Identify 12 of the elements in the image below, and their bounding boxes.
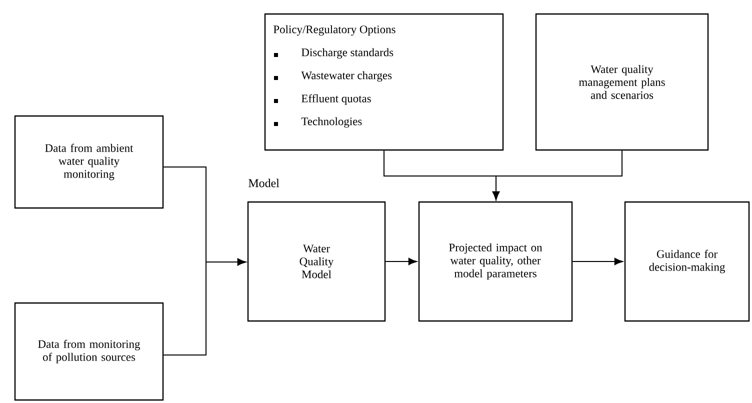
arrow xyxy=(572,258,623,266)
section-label: Model xyxy=(248,178,280,188)
process-box: Water quality management plans and scenarios xyxy=(535,13,709,151)
process-box: Data from ambient water quality monitoring xyxy=(14,115,164,209)
process-box: Projected impact on water quality, other model parameters xyxy=(418,201,573,322)
options-box: Policy/Regulatory Options Discharge standards Wastewater charges Effluent quotas Technologies xyxy=(264,13,504,151)
arrow xyxy=(385,258,417,266)
process-box: Water Quality Model xyxy=(247,201,386,322)
process-box: Data from monitoring of pollution sources xyxy=(14,302,164,401)
arrow xyxy=(492,150,623,200)
arrow xyxy=(163,258,246,356)
process-box: Guidance for decision-making xyxy=(624,201,750,322)
